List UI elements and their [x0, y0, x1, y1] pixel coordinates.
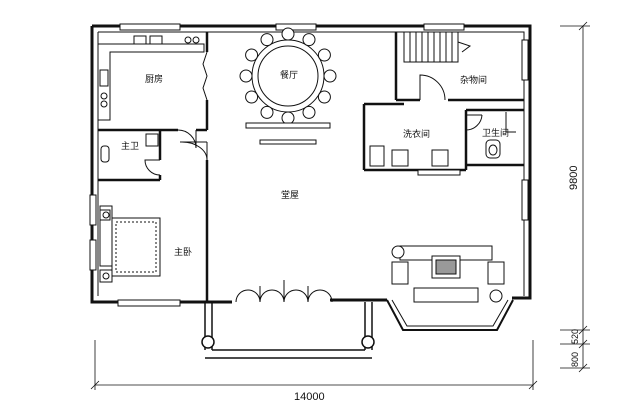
- label-master-bedroom: 主卧: [174, 246, 192, 258]
- master-bath-fixtures: [100, 133, 159, 163]
- bay-window: [386, 299, 514, 331]
- label-kitchen: 厨房: [145, 73, 163, 85]
- dimension-width: 14000: [294, 391, 325, 403]
- dining-partition: [245, 122, 331, 145]
- dining-chair: [260, 105, 274, 119]
- dining-chair: [260, 33, 274, 47]
- kitchen-counter: [98, 35, 205, 121]
- dining-chair: [302, 33, 316, 47]
- dining-chair: [245, 90, 259, 104]
- dining-chair: [323, 69, 337, 83]
- dimension-lines: [90, 21, 590, 390]
- dining-chair: [317, 90, 331, 104]
- label-laundry: 洗衣间: [403, 128, 430, 140]
- laundry-fixtures: [369, 145, 449, 167]
- doors: [144, 51, 483, 303]
- dimension-porch: 800: [570, 352, 580, 367]
- front-porch: [201, 302, 375, 359]
- dining-chair: [281, 111, 295, 125]
- dining-chair: [281, 27, 295, 41]
- label-bathroom: 卫生间: [482, 127, 509, 139]
- sofa-set: [391, 245, 505, 303]
- dining-chair: [239, 69, 253, 83]
- dining-chairs: [239, 27, 337, 125]
- label-storage: 杂物间: [460, 74, 487, 86]
- dining-chair: [317, 48, 331, 62]
- windows: [89, 23, 529, 307]
- dining-chair: [302, 105, 316, 119]
- staircase: [403, 32, 472, 63]
- interior-walls: [98, 32, 524, 302]
- label-dining: 餐厅: [280, 69, 298, 81]
- double-bed: [99, 205, 161, 283]
- dimension-depth: 9800: [568, 166, 580, 190]
- label-living: 堂屋: [281, 189, 299, 201]
- dining-chair: [245, 48, 259, 62]
- bathroom-fixtures: [485, 112, 516, 159]
- label-master-bath: 主卫: [121, 140, 139, 152]
- dimension-step: 520: [570, 329, 580, 344]
